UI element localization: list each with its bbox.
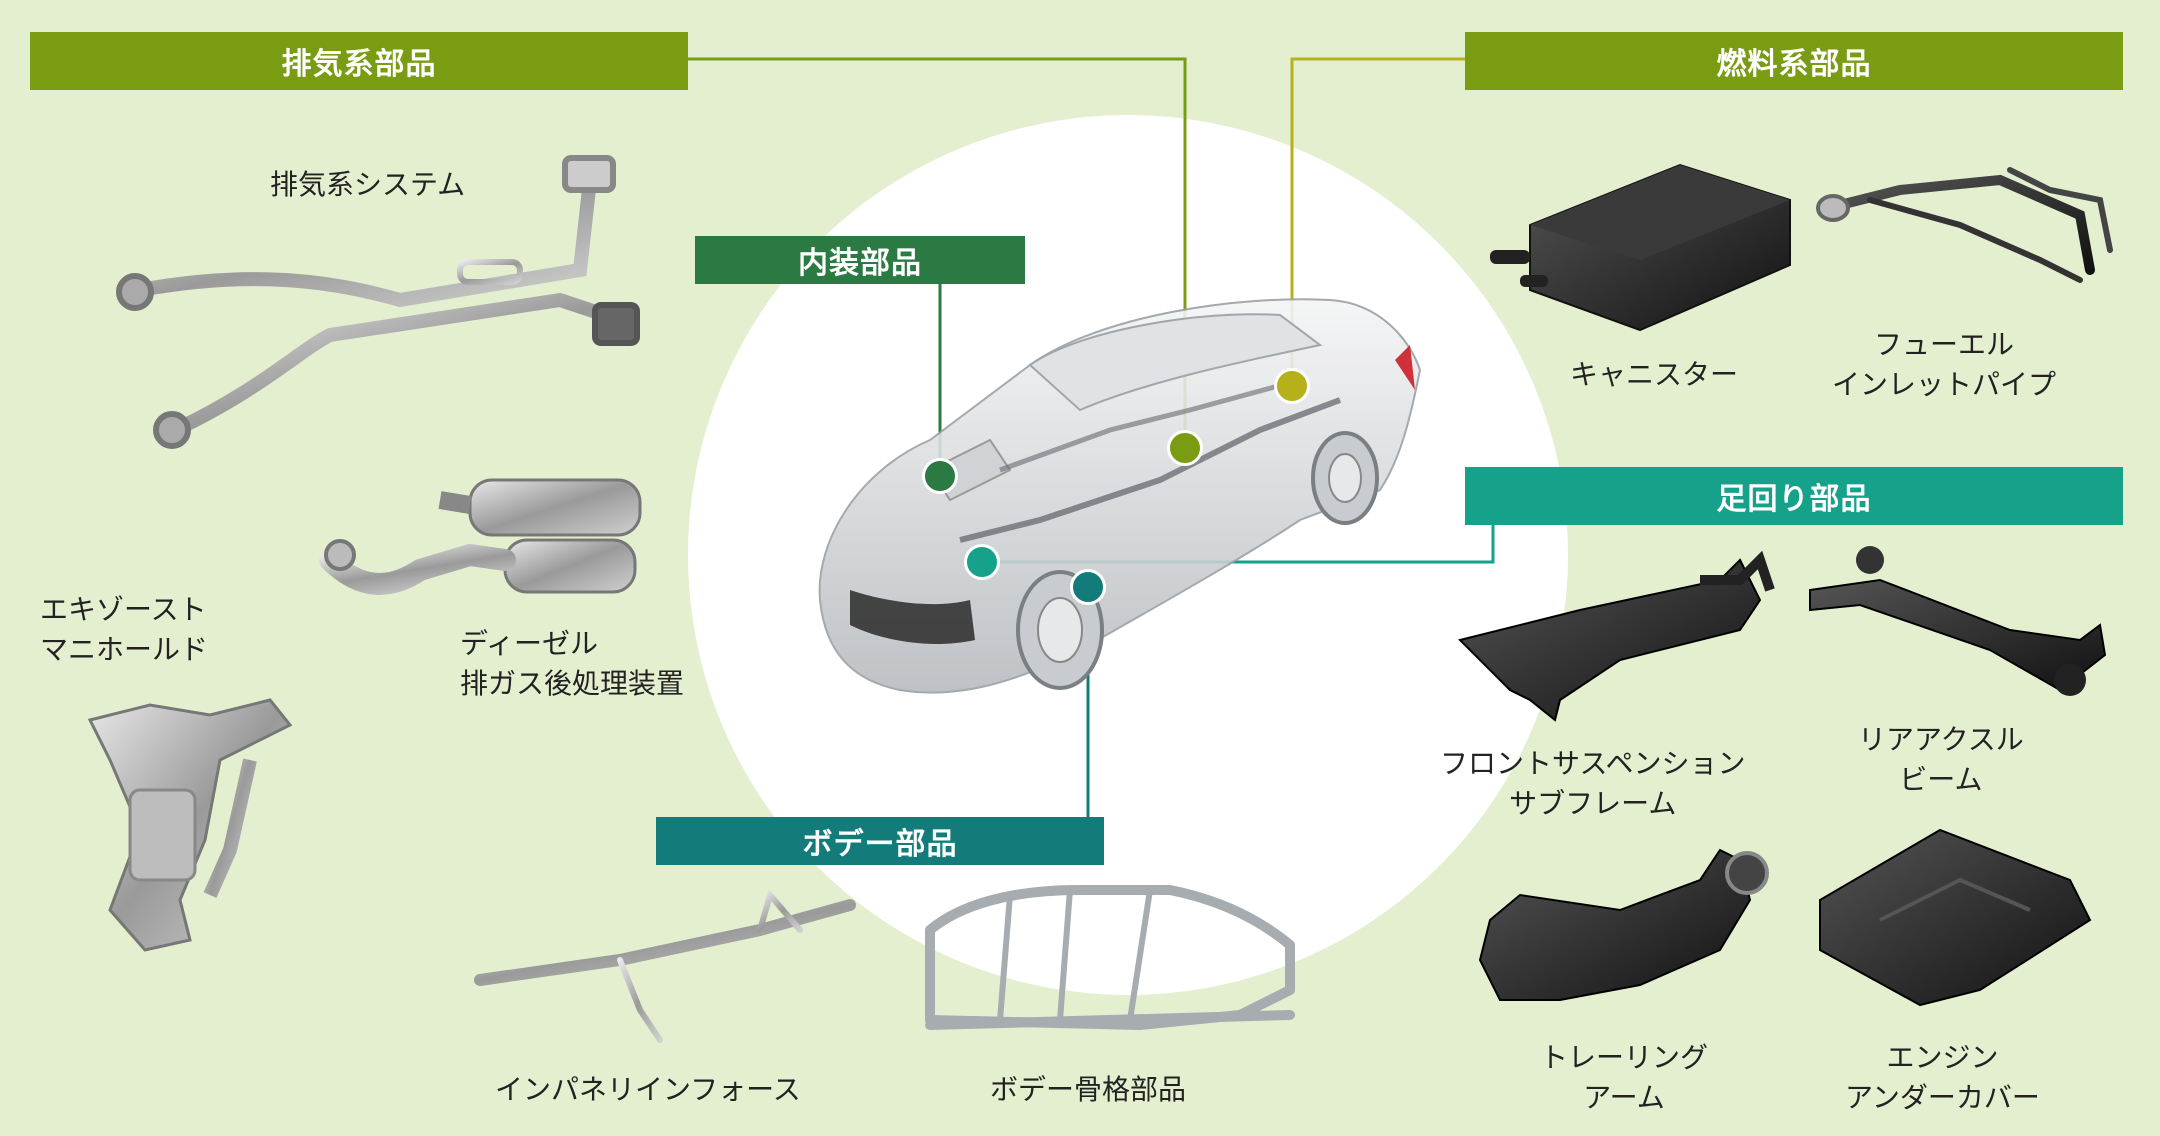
label-line: インパネリインフォース (495, 1073, 801, 1106)
fuel-inlet-pipe-image (1816, 167, 2113, 283)
category-banner-fuel: 燃料系部品 (1465, 32, 2123, 90)
category-banner-body: ボデー部品 (656, 817, 1104, 865)
engine-undercover-image (1819, 828, 2092, 1007)
label-line: ディーゼル (460, 627, 599, 660)
label-line: ボデー骨格部品 (990, 1073, 1187, 1106)
front-subframe-image (1458, 550, 1775, 722)
label-diesel-aftertreatment: ディーゼル 排ガス後処理装置 (460, 624, 684, 704)
label-line: 排ガス後処理装置 (460, 667, 685, 700)
label-ip-reinforcement: インパネリインフォース (495, 1070, 801, 1110)
label-front-subframe: フロントサスペンション サブフレーム (1440, 744, 1745, 824)
label-line: インレットパイプ (1832, 368, 2057, 401)
category-banner-exhaust: 排気系部品 (30, 32, 688, 90)
hotspot-suspension[interactable] (964, 544, 1000, 580)
body-frame-image (925, 885, 1295, 1030)
label-line: フューエル (1874, 328, 2015, 361)
hotspot-interior[interactable] (922, 458, 958, 494)
diesel-aftertreatment-image (319, 478, 642, 595)
hotspot-body[interactable] (1070, 569, 1106, 605)
label-exhaust-manifold: エキゾースト マニホールド (40, 590, 208, 670)
label-line: エンジン (1886, 1041, 1999, 1074)
car-illustration (818, 298, 1422, 694)
label-line: アーム (1583, 1081, 1665, 1114)
label-line: キャニスター (1570, 358, 1739, 391)
label-line: フロントサスペンション (1440, 747, 1746, 780)
category-banner-interior: 内装部品 (695, 236, 1025, 284)
label-line: マニホールド (40, 633, 209, 666)
exhaust-manifold-image (87, 698, 293, 952)
label-line: エキゾースト (40, 593, 207, 626)
exhaust-system-image (116, 155, 640, 449)
label-line: サブフレーム (1509, 787, 1677, 820)
label-exhaust-system: 排気系システム (270, 165, 465, 205)
label-line: ビーム (1899, 763, 1983, 796)
label-line: リアアクスル (1858, 723, 2024, 756)
label-engine-undercover: エンジン アンダーカバー (1845, 1038, 2040, 1118)
hotspot-fuel[interactable] (1274, 368, 1310, 404)
label-rear-axle-beam: リアアクスル ビーム (1858, 720, 2024, 800)
trailing-arm-image (1478, 848, 1769, 1001)
canister-image (1490, 163, 1791, 332)
label-body-frame: ボデー骨格部品 (990, 1070, 1186, 1110)
ip-reinforcement-image (474, 888, 856, 1043)
category-banner-suspension: 足回り部品 (1465, 467, 2123, 525)
connector-fuel (1290, 57, 1465, 386)
label-line: 排気系システム (270, 168, 466, 201)
label-fuel-inlet-pipe: フューエル インレットパイプ (1832, 325, 2056, 405)
hotspot-exhaust[interactable] (1167, 430, 1203, 466)
label-canister: キャニスター (1570, 355, 1738, 395)
label-line: アンダーカバー (1845, 1081, 2040, 1114)
rear-axle-beam-image (1809, 546, 2107, 696)
label-line: トレーリング (1540, 1041, 1709, 1074)
label-trailing-arm: トレーリング アーム (1540, 1038, 1708, 1118)
